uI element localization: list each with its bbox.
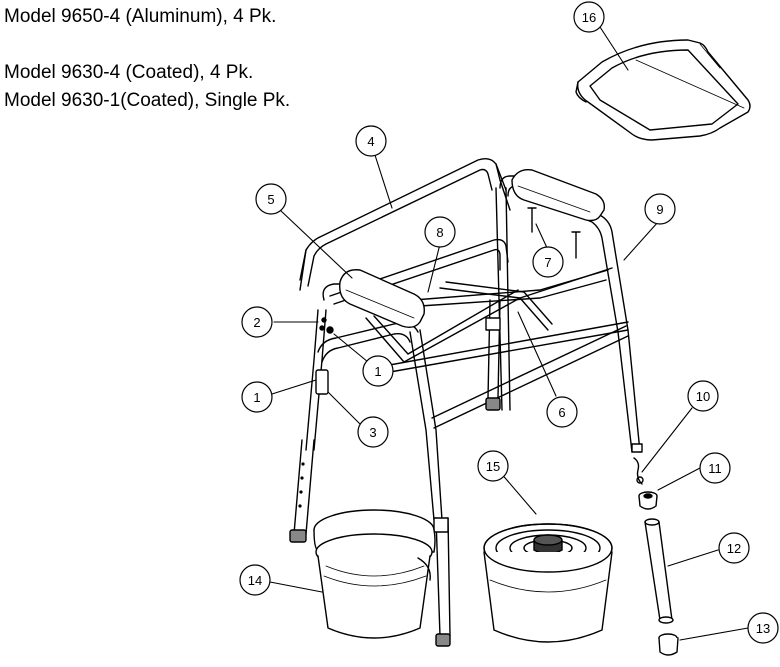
callout-3: 3 xyxy=(357,416,389,448)
svg-text:13: 13 xyxy=(756,621,770,636)
callout-10: 10 xyxy=(687,380,719,412)
back-frame-part xyxy=(299,157,511,411)
callout-7: 7 xyxy=(532,246,564,278)
right-armrest-part xyxy=(511,169,606,222)
seat-frame-part xyxy=(329,238,629,373)
model-line-3: Model 9630-1(Coated), Single Pk. xyxy=(4,90,291,111)
seat-part xyxy=(575,39,751,141)
model-line-1: Model 9650-4 (Aluminum), 4 Pk. xyxy=(4,6,277,27)
svg-text:15: 15 xyxy=(486,459,500,474)
callout-1-lower: 1 xyxy=(241,381,273,413)
callout-2: 2 xyxy=(241,306,273,338)
callout-6: 6 xyxy=(546,396,578,428)
callout-1-upper: 1 xyxy=(362,355,394,387)
svg-text:2: 2 xyxy=(253,315,260,330)
extension-leg-part xyxy=(644,518,674,624)
callout-4: 4 xyxy=(355,125,387,157)
callout-5: 5 xyxy=(255,183,287,215)
callout-8: 8 xyxy=(424,216,456,248)
armrest-screws-part xyxy=(527,207,581,259)
svg-text:16: 16 xyxy=(582,10,596,25)
callout-14: 14 xyxy=(239,564,271,596)
svg-text:14: 14 xyxy=(248,573,262,588)
pail-part xyxy=(313,509,436,639)
callout-13: 13 xyxy=(747,612,779,644)
callout-15: 15 xyxy=(477,450,509,482)
svg-text:6: 6 xyxy=(558,405,565,420)
svg-text:9: 9 xyxy=(656,202,663,217)
svg-text:7: 7 xyxy=(544,255,551,270)
leg-insert-part xyxy=(638,491,658,510)
left-armrest-part xyxy=(339,269,425,329)
svg-text:3: 3 xyxy=(369,425,376,440)
svg-text:4: 4 xyxy=(367,134,374,149)
rubber-tip-part xyxy=(658,633,679,656)
svg-text:1: 1 xyxy=(253,390,260,405)
callouts: 16 4 5 8 7 9 2 1 1 3 6 10 11 12 13 xyxy=(239,1,779,644)
callout-9: 9 xyxy=(644,193,676,225)
model-line-2: Model 9630-4 (Coated), 4 Pk. xyxy=(4,62,254,83)
svg-text:10: 10 xyxy=(696,389,710,404)
extension-legs xyxy=(289,299,501,647)
svg-text:8: 8 xyxy=(436,225,443,240)
callout-12: 12 xyxy=(718,532,750,564)
spring-pin-part xyxy=(633,457,644,485)
svg-text:5: 5 xyxy=(267,192,274,207)
callout-16: 16 xyxy=(573,1,605,33)
callout-11: 11 xyxy=(699,452,731,484)
svg-text:11: 11 xyxy=(708,461,722,476)
svg-text:12: 12 xyxy=(727,541,741,556)
leader-lines xyxy=(269,26,749,641)
svg-text:1: 1 xyxy=(374,364,381,379)
pail-with-lid-part xyxy=(483,523,613,643)
